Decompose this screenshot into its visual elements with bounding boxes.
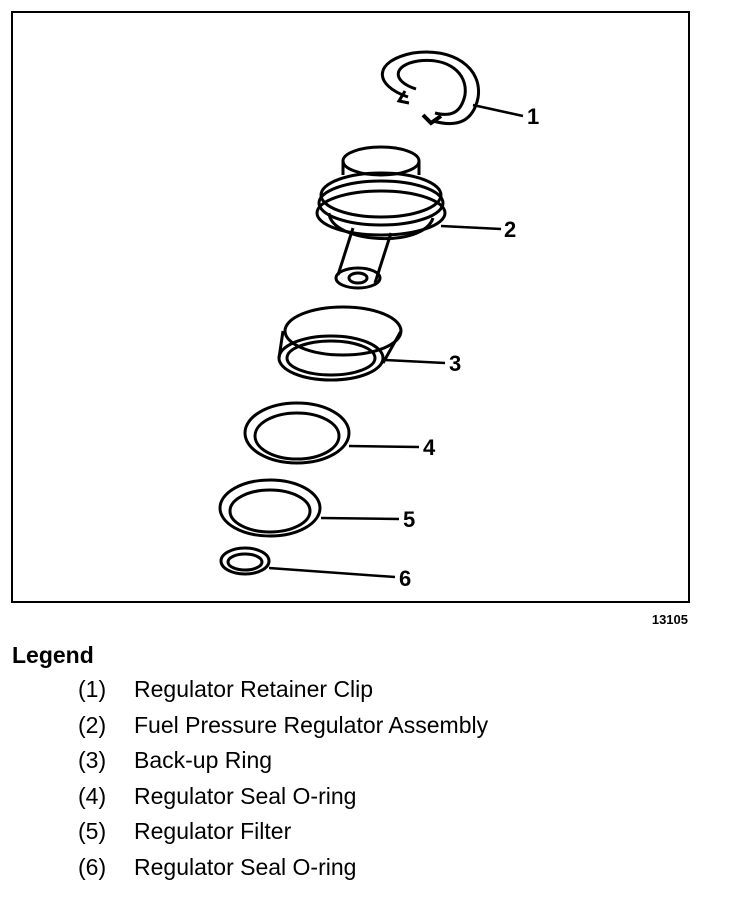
legend-item-label: Fuel Pressure Regulator Assembly [134,711,489,738]
callout-3: 3 [449,351,461,376]
legend-item-label: Regulator Seal O-ring [134,853,357,880]
legend-item-number: (5) [78,818,107,844]
figure-number: 13105 [651,612,688,627]
legend-item-label: Regulator Retainer Clip [134,676,374,702]
exploded-view-figure: 1 2 3 4 5 6 [11,11,690,603]
regulator-assembly-part [315,145,447,290]
legend-item: (4) Regulator Seal O-ring [78,783,488,819]
retainer-clip-part [380,50,481,126]
legend-item-label: Back-up Ring [134,747,273,773]
legend-item-number: (1) [78,676,107,702]
filter-part [218,478,322,538]
small-oring-part [219,546,271,576]
legend-item-number: (3) [78,747,107,773]
exploded-view-drawing: 1 2 3 4 5 6 [218,50,539,591]
legend-list: (1) Regulator Retainer Clip (2) Fuel Pre… [78,676,488,889]
callout-6: 6 [399,566,411,591]
legend-item: (5) Regulator Filter [78,818,488,854]
legend-item: (1) Regulator Retainer Clip [78,676,488,712]
legend-item: (6) Regulator Seal O-ring [78,854,488,890]
seal-oring-part [243,401,351,465]
legend-item-number: (4) [78,782,107,809]
callout-2: 2 [504,217,516,242]
callout-4: 4 [423,435,436,460]
legend-item: (2) Fuel Pressure Regulator Assembly [78,712,488,748]
legend-item: (3) Back-up Ring [78,747,488,783]
leader-lines [268,103,524,579]
legend-title: Legend [12,642,94,668]
legend-item-label: Regulator Seal O-ring [134,782,357,809]
legend-item-label: Regulator Filter [134,818,292,844]
callout-5: 5 [403,507,415,532]
backup-ring-part [277,305,403,382]
legend-item-number: (6) [78,853,107,880]
callout-1: 1 [527,104,539,129]
legend-item-number: (2) [78,711,107,738]
